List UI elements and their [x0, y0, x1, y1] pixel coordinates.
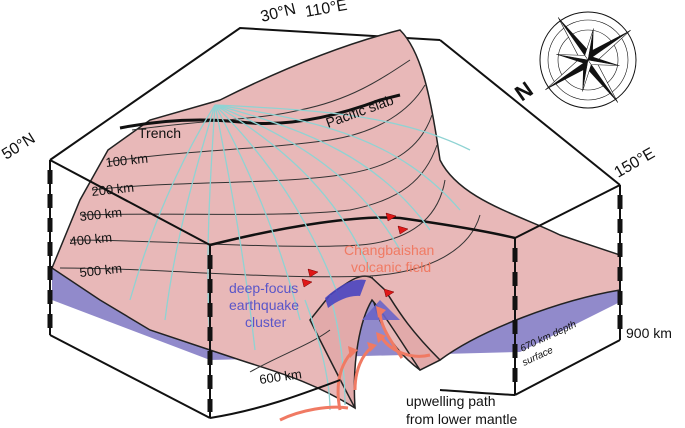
label-upwelling-line1: upwelling path: [406, 393, 496, 409]
compass-north-letter: N: [510, 76, 537, 106]
label-volcanic-field-line1: Changbaishan: [344, 242, 434, 258]
coord-110e: 110°E: [304, 0, 349, 21]
coord-150e: 150°E: [612, 145, 658, 182]
label-depth-600: 600 km: [258, 366, 302, 387]
label-volcanic-field-line2: volcanic field: [351, 259, 431, 275]
label-quake-line3: cluster: [245, 314, 287, 330]
coord-50n: 50°N: [0, 130, 38, 163]
label-upwelling-line2: from lower mantle: [406, 411, 517, 427]
label-quake-line1: deep-focus: [229, 280, 298, 296]
coord-30n: 30°N: [259, 1, 298, 26]
label-trench: Trench: [138, 125, 181, 141]
label-depth-900: 900 km: [626, 325, 672, 341]
label-quake-line2: earthquake: [229, 297, 299, 313]
compass-rose: N: [510, 0, 660, 132]
